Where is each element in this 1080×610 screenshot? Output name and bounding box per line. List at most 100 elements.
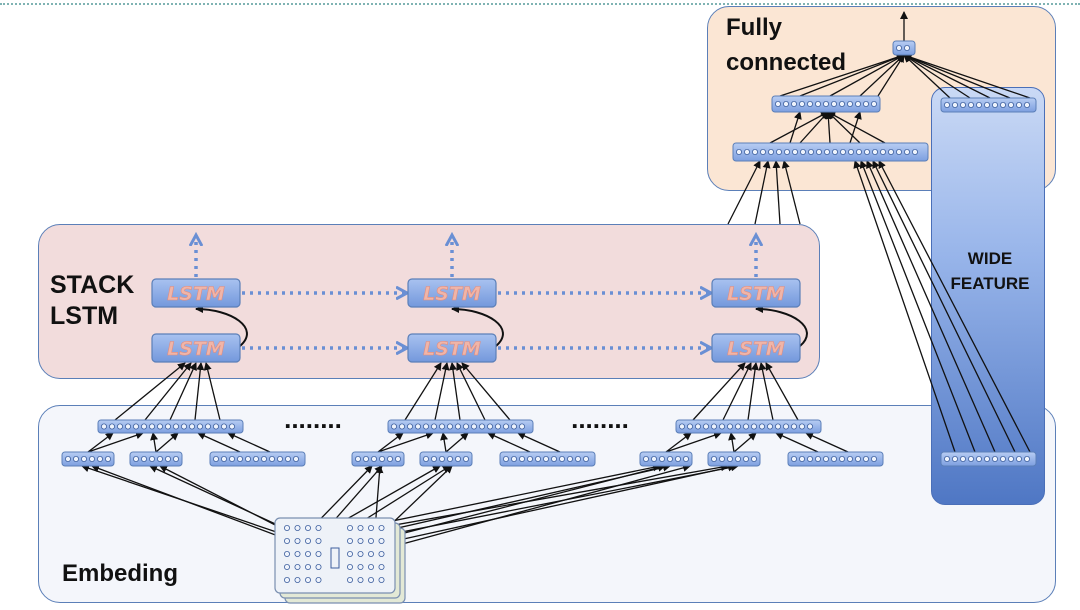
node-bar-body bbox=[892, 40, 916, 56]
node-unit bbox=[1016, 455, 1023, 462]
node-unit bbox=[752, 148, 759, 155]
node-unit bbox=[840, 148, 847, 155]
connection-arrow bbox=[194, 362, 205, 421]
node-unit bbox=[968, 455, 975, 462]
embedding-card-unit bbox=[315, 538, 322, 545]
node-unit bbox=[751, 423, 758, 430]
embedding-card-unit bbox=[315, 551, 322, 558]
embedding-card-unit bbox=[346, 564, 353, 571]
node-unit bbox=[815, 455, 822, 462]
node-unit bbox=[212, 423, 219, 430]
connection-arrow bbox=[377, 432, 404, 453]
node-unit bbox=[422, 423, 429, 430]
node-unit bbox=[454, 455, 461, 462]
lstm-cell: LSTM bbox=[711, 278, 801, 308]
embedding-card-unit bbox=[378, 564, 385, 571]
node-unit bbox=[354, 455, 361, 462]
embedding-card-unit bbox=[315, 525, 322, 532]
embedding-card-unit bbox=[378, 538, 385, 545]
node-unit bbox=[800, 148, 807, 155]
lstm-cell-label: LSTM bbox=[423, 338, 481, 360]
node-unit bbox=[888, 148, 895, 155]
connection-arrow bbox=[203, 362, 221, 421]
node-unit bbox=[180, 423, 187, 430]
node-unit bbox=[775, 423, 782, 430]
node-unit bbox=[462, 423, 469, 430]
node-unit bbox=[1024, 455, 1031, 462]
node-unit bbox=[839, 101, 846, 108]
embedding-card-unit bbox=[378, 551, 385, 558]
connection-arrow bbox=[87, 432, 114, 453]
node-unit bbox=[510, 455, 517, 462]
node-unit bbox=[952, 455, 959, 462]
node-unit bbox=[944, 102, 951, 109]
node-unit bbox=[847, 101, 854, 108]
node-unit bbox=[284, 455, 291, 462]
lstm-cell: LSTM bbox=[407, 278, 497, 308]
node-unit bbox=[808, 148, 815, 155]
connection-arrow bbox=[772, 160, 781, 225]
node-unit bbox=[1000, 455, 1007, 462]
node-unit bbox=[768, 148, 775, 155]
node-unit bbox=[767, 423, 774, 430]
embedding-card-unit bbox=[357, 551, 364, 558]
node-unit bbox=[736, 148, 743, 155]
connection-arrow bbox=[779, 53, 905, 97]
connection-arrow bbox=[827, 111, 886, 144]
embedding-field-bar bbox=[129, 451, 183, 467]
node-unit bbox=[687, 423, 694, 430]
embedding-card-unit bbox=[283, 525, 290, 532]
embedding-top-bar bbox=[675, 419, 822, 434]
node-unit bbox=[864, 148, 871, 155]
node-unit bbox=[502, 455, 509, 462]
embedding-field-bar bbox=[61, 451, 115, 467]
embedding-card-unit bbox=[357, 564, 364, 571]
embedding-card-unit bbox=[304, 577, 311, 584]
recurrent-curve-arrow bbox=[755, 305, 808, 347]
node-unit bbox=[268, 455, 275, 462]
connection-arrow bbox=[903, 53, 1031, 99]
node-unit bbox=[81, 455, 88, 462]
node-unit bbox=[783, 101, 790, 108]
node-unit bbox=[992, 102, 999, 109]
node-unit bbox=[1008, 102, 1015, 109]
node-unit bbox=[292, 455, 299, 462]
embedding-field-bar bbox=[639, 451, 693, 467]
connection-arrow bbox=[692, 362, 746, 421]
node-unit bbox=[896, 45, 903, 52]
node-unit bbox=[824, 148, 831, 155]
node-unit bbox=[551, 455, 558, 462]
node-unit bbox=[711, 423, 718, 430]
node-unit bbox=[799, 423, 806, 430]
node-unit bbox=[792, 148, 799, 155]
connection-arrow bbox=[114, 362, 186, 421]
node-unit bbox=[719, 423, 726, 430]
node-unit bbox=[831, 455, 838, 462]
node-unit bbox=[683, 455, 690, 462]
node-unit bbox=[470, 423, 477, 430]
node-unit bbox=[871, 101, 878, 108]
connection-arrow bbox=[765, 362, 799, 421]
wide-feature-top-bar bbox=[940, 97, 1037, 113]
node-unit bbox=[446, 455, 453, 462]
connection-arrow bbox=[456, 362, 486, 421]
node-unit bbox=[502, 423, 509, 430]
connection-arrow bbox=[389, 463, 736, 543]
lstm-cell-body bbox=[151, 278, 241, 308]
node-unit bbox=[105, 455, 112, 462]
node-unit bbox=[390, 423, 397, 430]
node-unit bbox=[164, 455, 171, 462]
node-unit bbox=[727, 455, 734, 462]
top-dotted-rule bbox=[0, 3, 1080, 5]
node-unit bbox=[575, 455, 582, 462]
lstm-cell-body bbox=[407, 278, 497, 308]
node-unit bbox=[711, 455, 718, 462]
embedding-card-unit bbox=[294, 564, 301, 571]
recurrent-curve-arrow bbox=[195, 305, 248, 347]
node-unit bbox=[784, 148, 791, 155]
node-unit bbox=[97, 455, 104, 462]
connection-arrow bbox=[665, 431, 722, 453]
node-unit bbox=[984, 102, 991, 109]
node-unit bbox=[651, 455, 658, 462]
connection-arrow bbox=[805, 432, 849, 453]
